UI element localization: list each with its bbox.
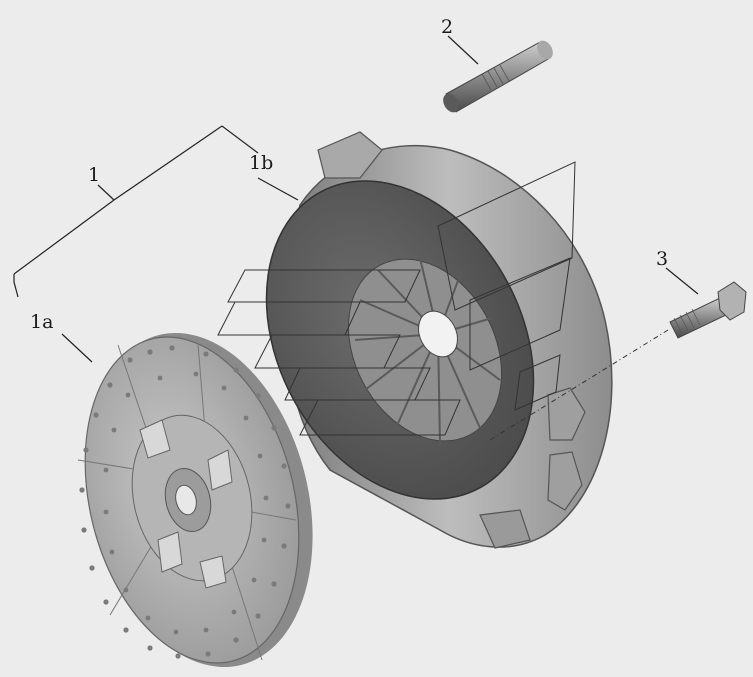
mounting-lug-right [547,387,586,441]
watermark-outline [217,161,576,436]
pressure-plate-assembly [265,131,613,549]
disc-hub [131,414,253,589]
disc-segment-lines [77,343,297,661]
hex-bolt [489,281,747,441]
mounting-lug-base [479,509,531,549]
callout-driven-disc: 1a [30,311,54,333]
bolt-axis-line [489,329,669,441]
stud-bolt [443,40,553,113]
disc-rivets [79,345,291,659]
callout-pressure-plate: 1b [249,152,274,174]
mounting-lug-top [317,131,383,179]
mounting-lug-bottom [547,451,583,511]
callout-assembly: 1 [88,164,101,186]
callout-stud-bolt: 2 [441,16,454,38]
assembly-bracket-lines [13,35,699,363]
diaphragm-spring [348,257,502,446]
callout-hex-bolt: 3 [656,248,669,270]
driven-disc [77,332,313,668]
